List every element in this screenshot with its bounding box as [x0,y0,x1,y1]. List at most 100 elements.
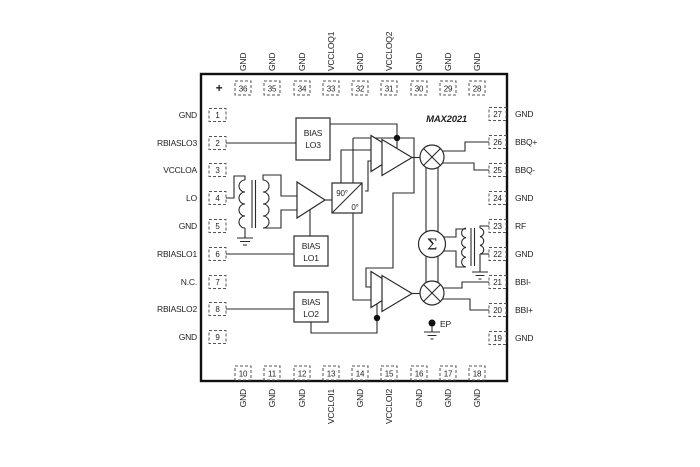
pin-box-34 [293,80,311,96]
pin-box-5 [208,219,227,233]
pin-label-4: LO [186,193,198,203]
wire-sum-balun-top [443,228,466,238]
wire-bbq-minus [442,162,489,171]
exposed-pad: EP [424,319,452,340]
pin-box-33 [322,80,340,96]
pin-box-30 [410,80,428,96]
pin-label-3: VCCLOA [163,165,197,175]
pin-box-1 [208,108,227,122]
pin-num-9: 9 [215,333,220,342]
wire-lo-input [226,175,246,199]
pin-box-18 [468,365,486,381]
pin-num-17: 17 [444,370,453,379]
pin-num-5: 5 [215,222,220,231]
pin-num-7: 7 [215,278,220,287]
pin-box-26 [488,135,507,149]
pin-label-22: GND [515,249,533,259]
rf-balun-secondary-coil [479,227,485,255]
lo-balun-sec-bot-wire [263,209,297,229]
bias-lo1-box [293,235,329,267]
pin-box-20 [488,303,507,317]
pin-num-28: 28 [473,85,482,94]
pin-box-35 [263,80,281,96]
pin-num-36: 36 [239,85,248,94]
pin-label-33: VCCLOQ1 [326,31,336,71]
pin-label-9: GND [179,332,197,342]
pin-num-12: 12 [298,370,307,379]
pin-label-5: GND [179,221,197,231]
polarity-mark: + [216,81,223,95]
pin-box-29 [439,80,457,96]
pin-label-27: GND [515,109,533,119]
pin-num-3: 3 [215,166,220,175]
pin-box-13 [322,365,340,381]
pin-box-14 [351,365,369,381]
lo-balun-secondary-coil [262,179,270,229]
pin-num-34: 34 [298,85,307,94]
pin-num-13: 13 [327,370,336,379]
pin-label-35: GND [267,53,277,71]
pin-label-14: GND [355,389,365,407]
part-number: MAX2021 [426,114,467,125]
pin-label-16: GND [414,389,424,407]
pin-num-14: 14 [356,370,365,379]
rf-balun-core [470,228,476,266]
pin-num-27: 27 [493,110,502,119]
bias-lo3-line2: LO3 [305,140,321,150]
i-mixer-x-icon [423,284,441,302]
pin-num-11: 11 [268,370,277,379]
phase-splitter-0: 0° [351,203,358,212]
wire-splitter-in2 [365,160,371,192]
wire-bbi-plus [442,298,489,311]
wire-biaslo3-branch [353,137,415,288]
phase-splitter-diagonal [331,182,363,214]
pin-label-15: VCCLOI2 [384,389,394,424]
pin-num-16: 16 [415,370,424,379]
i-amp-front-triangle [381,274,414,313]
lo-balun-sec-top-wire [262,174,297,197]
pin-box-8 [208,302,227,316]
pin-box-2 [208,136,227,150]
lo-amp-triangle [296,180,327,220]
ep-dot [428,319,436,327]
pin-box-11 [263,365,281,381]
pin-label-25: BBQ- [515,165,535,175]
pin-num-10: 10 [239,370,248,379]
bias-lo1-line1: BIAS [302,241,321,251]
pin-num-8: 8 [215,305,220,314]
pin-num-26: 26 [493,138,502,147]
bias-lo2-line1: BIAS [302,297,321,307]
blocks: BIAS LO3 BIAS LO1 BIAS LO2 90° 0° Σ [293,117,447,323]
pin-num-2: 2 [215,139,220,148]
pin-label-28: GND [472,53,482,71]
wire-bbq-plus [442,141,489,152]
ep-label: EP [440,319,451,329]
pin-box-17 [439,365,457,381]
ep-ground-icon [424,331,440,340]
bias-lo1-line2: LO1 [303,253,319,263]
pin-num-29: 29 [444,85,453,94]
pin-box-36 [234,80,252,96]
pin-num-31: 31 [385,85,394,94]
rf-balun [461,227,488,280]
phase-splitter-90: 90° [336,189,348,198]
junction-dot-biaslo3 [393,134,401,142]
pin-label-8: RBIASLO2 [157,304,197,314]
pin-num-25: 25 [493,166,502,175]
pin-box-22 [488,247,507,261]
pin-label-17: GND [443,389,453,407]
junction-dot-biaslo2 [373,314,381,322]
pin-label-1: GND [179,110,197,120]
pin-num-20: 20 [493,306,502,315]
pin-box-19 [488,331,507,345]
pin-label-36: GND [238,53,248,71]
pin-num-22: 22 [493,250,502,259]
pin-label-26: BBQ+ [515,137,537,147]
pin-num-24: 24 [493,194,502,203]
pin-label-11: GND [267,389,277,407]
pin-label-23: RF [515,221,526,231]
